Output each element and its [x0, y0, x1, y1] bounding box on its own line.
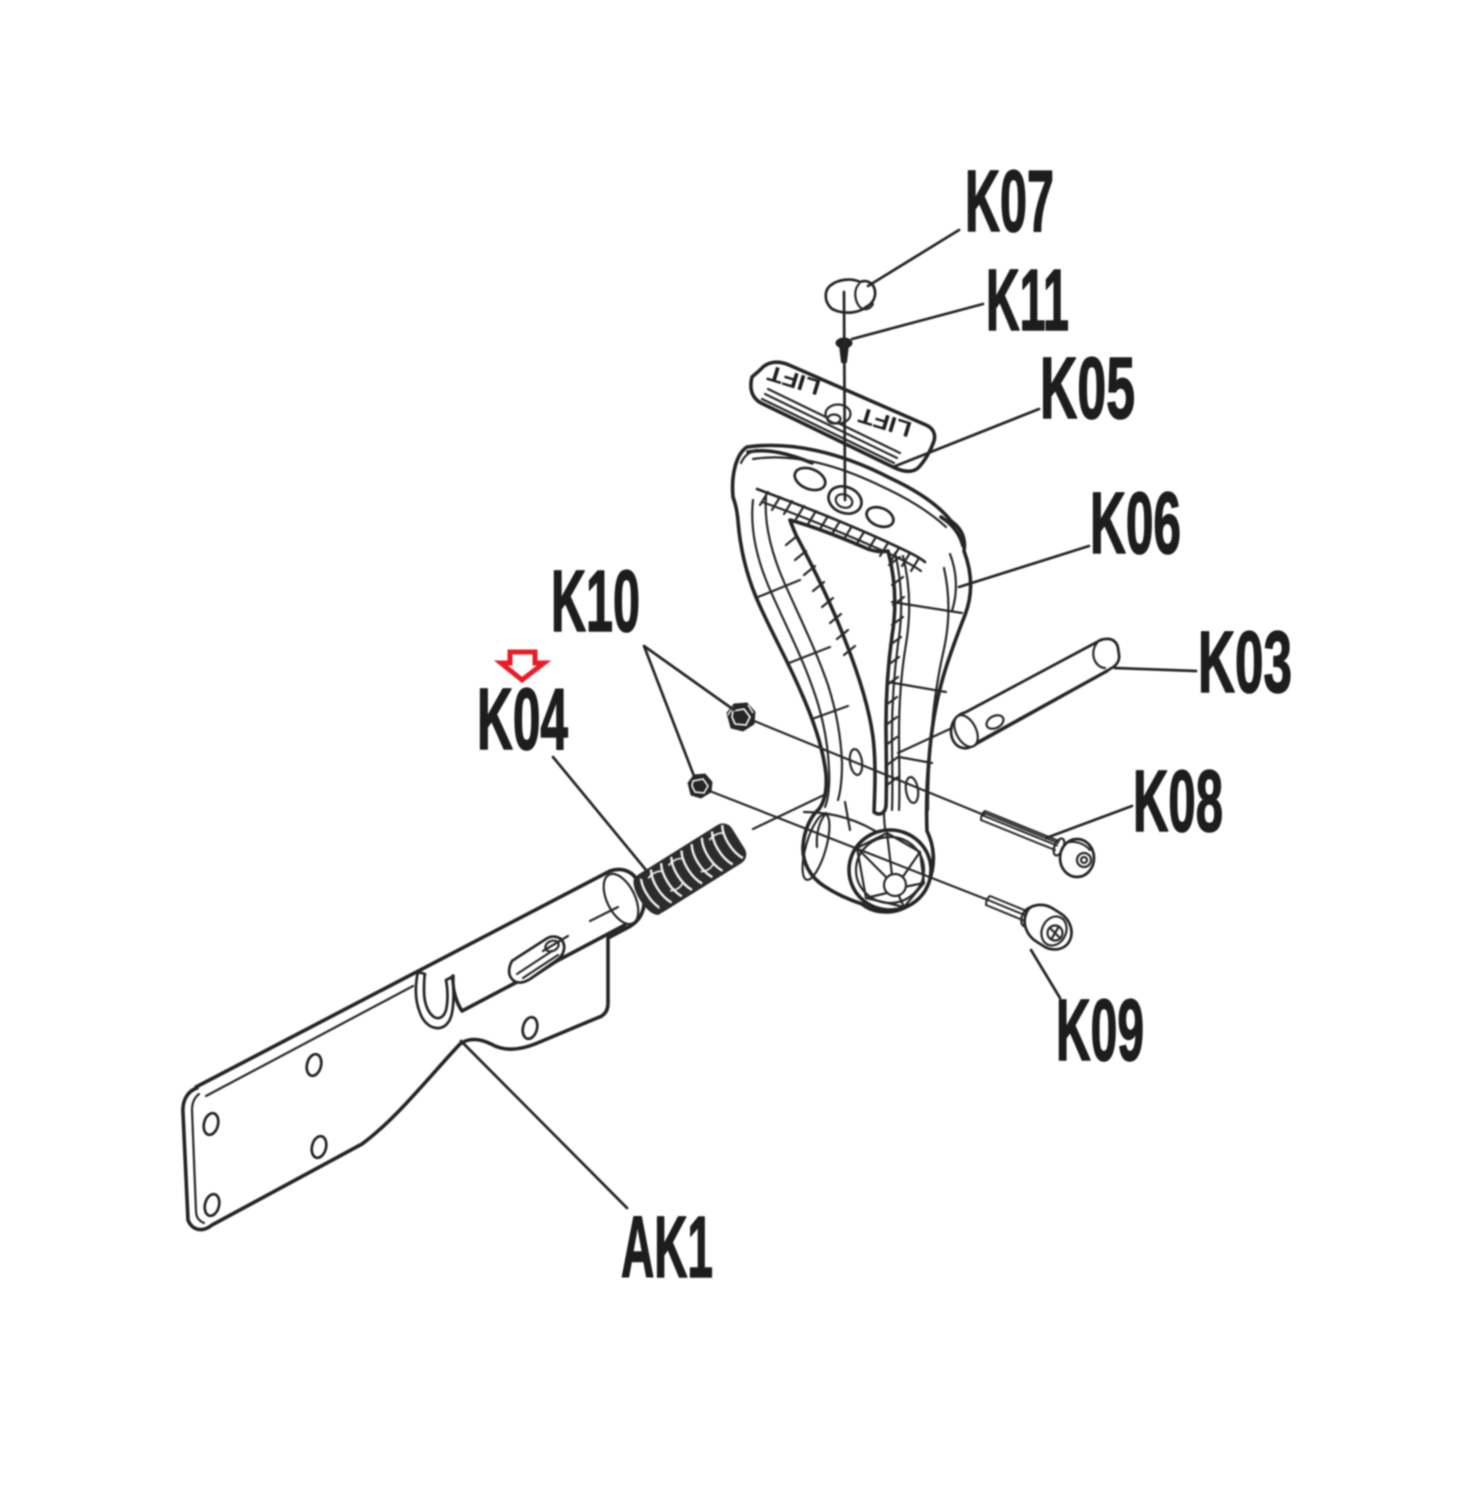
svg-text:AK1: AK1	[621, 1199, 713, 1296]
svg-text:K06: K06	[1090, 475, 1181, 572]
svg-text:K03: K03	[1198, 614, 1292, 711]
svg-text:K09: K09	[1056, 982, 1144, 1079]
svg-text:K04: K04	[477, 671, 568, 768]
svg-text:K11: K11	[986, 252, 1069, 349]
svg-text:K10: K10	[551, 553, 640, 650]
svg-text:K05: K05	[1040, 340, 1135, 437]
svg-text:K08: K08	[1133, 753, 1223, 850]
svg-text:K07: K07	[965, 153, 1054, 250]
